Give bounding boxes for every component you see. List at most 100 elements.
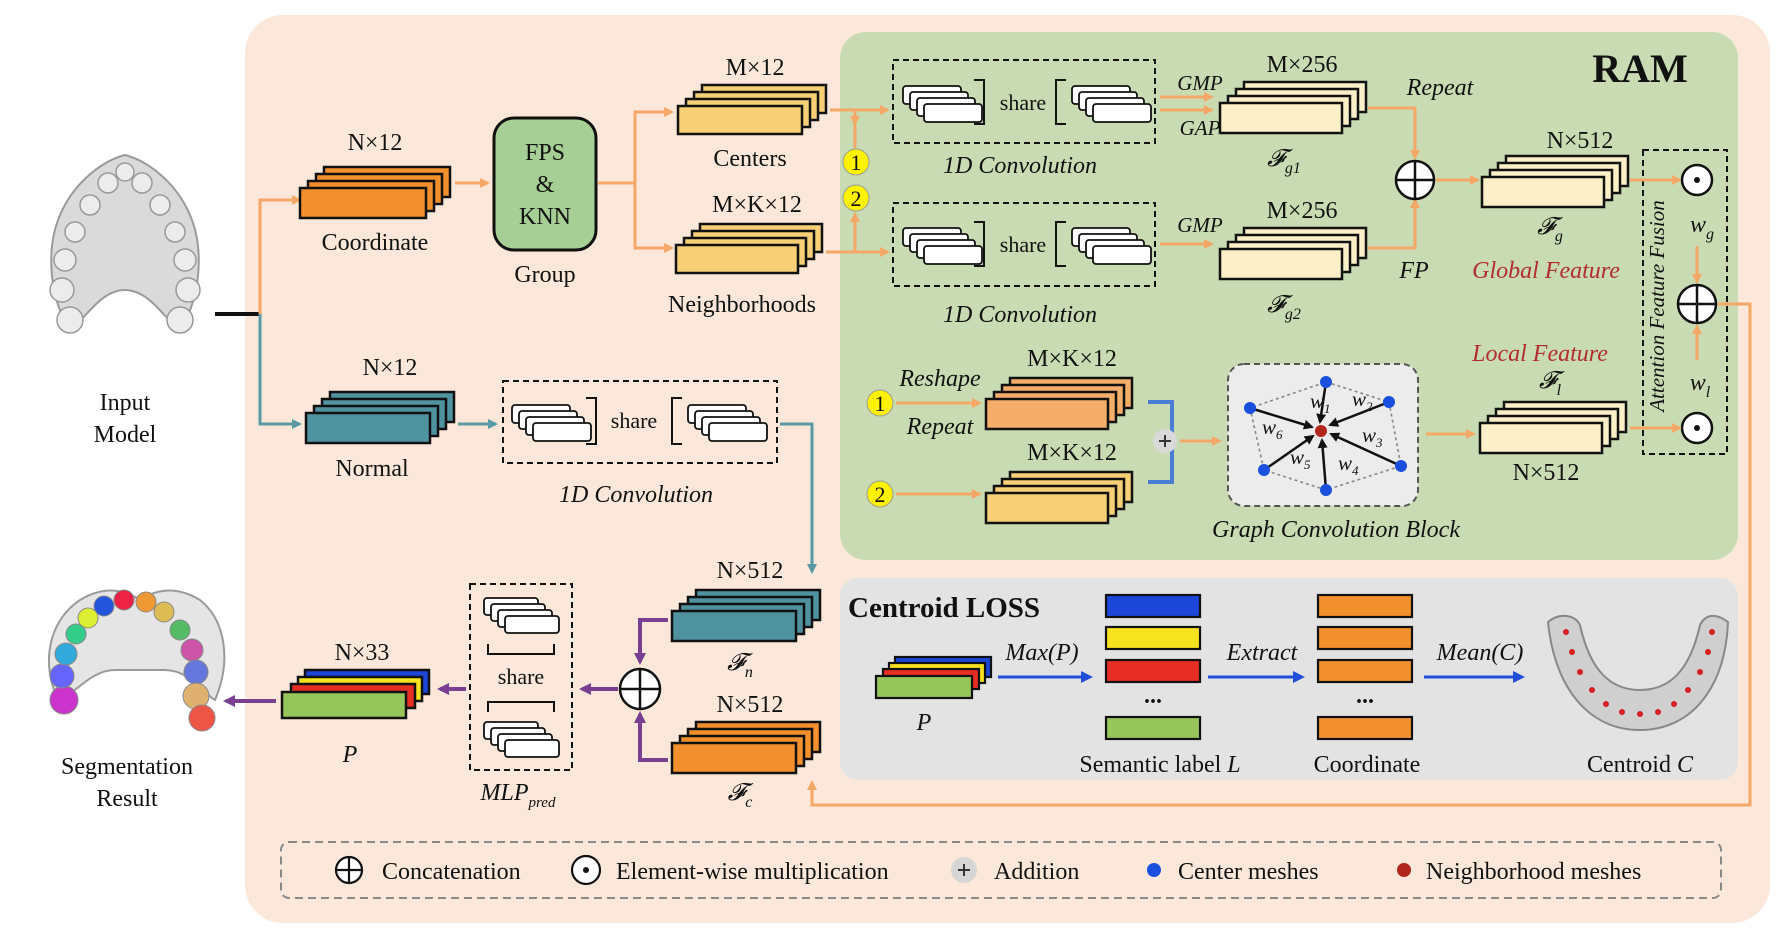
fc-to-concat-arrow [634, 711, 668, 762]
semantic-dots: ... [1144, 683, 1162, 709]
mlp-bottom-stack [483, 721, 560, 758]
input-model-image [49, 153, 201, 334]
graph-center-node [1315, 425, 1327, 437]
group-amp: & [536, 172, 555, 198]
conv-block-2-share: share [1000, 232, 1046, 257]
fg1-stack [1218, 80, 1368, 135]
legend-center-label: Center meshes [1178, 859, 1319, 885]
centers-label: Centers [713, 146, 786, 172]
marker-2-local-text: 2 [875, 482, 886, 507]
marker-2-top-text: 2 [851, 186, 862, 211]
legend-concat-icon [334, 855, 364, 885]
coordinate-label: Coordinate [322, 230, 429, 256]
conv-block-1-label: 1D Convolution [943, 153, 1097, 179]
fusion-to-fc-arrow [807, 302, 1752, 807]
conv-block-normal-share: share [611, 408, 657, 433]
legend-concat-label: Concatenation [382, 859, 521, 885]
repeat2-label: Repeat [906, 414, 975, 440]
graph-w6: w6 [1262, 415, 1283, 442]
graph-w1: w1 [1310, 389, 1331, 416]
fg-stack [1480, 154, 1630, 209]
fn-to-concat-arrow [634, 618, 668, 665]
coordinate-stack [298, 165, 452, 220]
conv-block-normal-bracket-r [671, 397, 682, 445]
mean-label: Mean(C) [1436, 640, 1524, 666]
conv-block-1 [892, 59, 1156, 144]
repeat-label: Repeat [1406, 75, 1475, 101]
pred-dim: N×33 [335, 640, 390, 666]
fl-dim: N×512 [1513, 460, 1580, 486]
normal-dim: N×12 [363, 355, 418, 381]
local1-stack [984, 376, 1134, 431]
mlp-share: share [498, 664, 544, 689]
gap-label-1: GAP [1180, 116, 1221, 140]
neighborhoods-dim: M×K×12 [712, 192, 802, 218]
conv-block-2-bracket-r [1055, 221, 1066, 267]
conv-block-normal-right-stack [687, 404, 768, 442]
ram-title: RAM [1592, 46, 1688, 91]
mlp-bracket-bottom [487, 701, 555, 712]
normal-label: Normal [335, 456, 409, 482]
wl-label: wl [1690, 370, 1711, 401]
legend-add-icon [951, 857, 977, 883]
centroid-loss-title: Centroid LOSS [848, 592, 1040, 624]
semantic-label-bars [1104, 593, 1202, 741]
legend-mult-label: Element-wise multiplication [616, 859, 889, 885]
graph-w2: w2 [1352, 387, 1373, 414]
group-label: Group [514, 262, 575, 288]
mult-symbol-top [1680, 163, 1714, 197]
wg-label: wg [1690, 212, 1714, 243]
marker-1-local-text: 1 [875, 391, 886, 416]
fg-dim: N×512 [1547, 128, 1614, 154]
marker-1-top-text: 1 [851, 150, 862, 175]
fn-stack [670, 588, 822, 643]
conv-block-normal-label: 1D Convolution [559, 482, 713, 508]
input-label-1: Input [100, 390, 151, 416]
graph-w5: w5 [1290, 445, 1311, 472]
centroid-image [1546, 614, 1730, 732]
coordinate-bars [1316, 593, 1414, 741]
mlp-block [469, 583, 573, 771]
output-label-1: Segmentation [61, 754, 193, 780]
legend-box [280, 841, 1722, 899]
group-knn: KNN [519, 204, 571, 230]
fg2-stack [1218, 226, 1368, 281]
centroid-p-label: P [916, 710, 932, 736]
legend-mult-icon [570, 854, 602, 886]
global-feature-label: Global Feature [1472, 258, 1620, 284]
marker-1-local [866, 389, 894, 417]
to-normal-arrow [258, 314, 302, 429]
graph-w4: w4 [1338, 451, 1359, 478]
attention-fusion-box [1642, 149, 1728, 455]
fg1-to-concat-arrow [1368, 106, 1420, 160]
reshape-label: Reshape [898, 366, 981, 392]
attention-fusion-label: Attention Feature Fusion [1645, 200, 1669, 414]
legend-center-dot [1147, 863, 1161, 877]
graph-arrows [1249, 381, 1402, 491]
neighborhoods-label: Neighborhoods [668, 292, 816, 318]
centroid-coordinate-label: Coordinate [1314, 752, 1421, 778]
fg2-dim: M×256 [1267, 198, 1338, 224]
mlp-label: MLPpred [480, 780, 556, 811]
centers-stack [676, 83, 828, 136]
graph-w3: w3 [1362, 423, 1383, 450]
graph-conv-label: Graph Convolution Block [1212, 517, 1460, 543]
graph-neighbor-nodes [1244, 376, 1407, 496]
coordinate-dots: ... [1356, 683, 1374, 709]
centroid-p-stack [874, 655, 993, 700]
input-label-2: Model [94, 422, 157, 448]
legend-add-label: Addition [994, 859, 1079, 885]
gmp-label-2: GMP [1177, 213, 1223, 237]
mult-symbol-bottom [1680, 411, 1714, 445]
conv-block-2-bracket-l [974, 221, 985, 267]
pred-stack [280, 668, 431, 720]
output-concat-symbol [618, 667, 662, 711]
conv-normal-to-fn-arrow [780, 422, 817, 574]
fusion-concat-symbol [1676, 283, 1718, 325]
fn-dim: N×512 [717, 558, 784, 584]
centroid-loss-panel [840, 578, 1738, 780]
fg1-dim: M×256 [1267, 52, 1338, 78]
conv-block-normal-bracket-l [586, 397, 597, 445]
local2-dim: M×K×12 [1027, 440, 1117, 466]
fl-stack [1478, 400, 1628, 455]
